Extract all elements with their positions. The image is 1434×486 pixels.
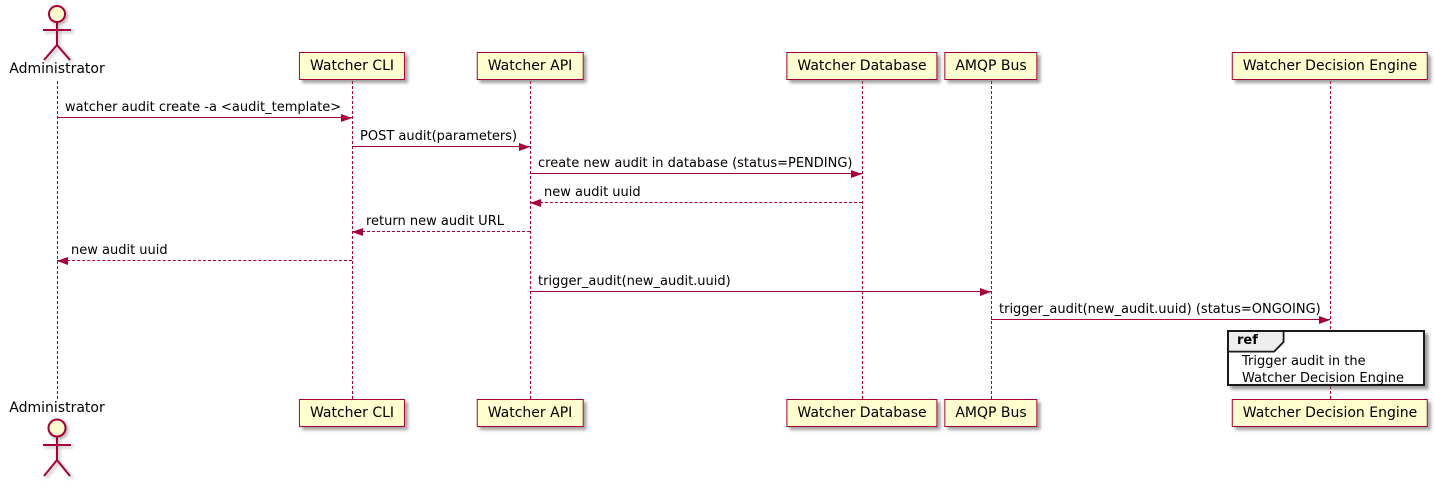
participant-watcher-database-top: Watcher Database: [786, 52, 938, 80]
participant-watcher-cli-bottom: Watcher CLI: [298, 399, 406, 427]
lifeline-amqp-bus: [991, 81, 992, 399]
message-label: watcher audit create -a <audit_template>: [65, 100, 342, 115]
lifeline-watcher-decision-engine: [1330, 81, 1331, 399]
ref-body-line: Watcher Decision Engine: [1242, 370, 1404, 386]
arrowhead-icon: [352, 227, 363, 236]
ref-fragment: ref Trigger audit in the Watcher Decisio…: [1227, 330, 1425, 386]
lifeline-administrator: [57, 81, 58, 399]
message-line: [352, 146, 530, 147]
message-label: trigger_audit(new_audit.uuid): [538, 274, 731, 289]
arrowhead-icon: [530, 198, 541, 207]
ref-tab: [1229, 332, 1285, 353]
lifeline-watcher-cli: [352, 81, 353, 399]
arrowhead-icon: [980, 287, 991, 296]
lifeline-watcher-database: [862, 81, 863, 399]
participant-watcher-decision-engine-top: Watcher Decision Engine: [1231, 52, 1429, 80]
ref-body-text: Trigger audit in the Watcher Decision En…: [1242, 354, 1404, 387]
message-label: new audit uuid: [71, 243, 168, 258]
arrowhead-icon: [519, 142, 530, 151]
message-line: [530, 291, 991, 292]
arrowhead-icon: [341, 113, 352, 122]
lifeline-watcher-api: [530, 81, 531, 399]
arrowhead-icon: [1319, 315, 1330, 324]
arrowhead-icon: [57, 256, 68, 265]
actor-icon: [43, 5, 71, 61]
actor-label-bottom: Administrator: [9, 400, 105, 416]
message-label: create new audit in database (status=PEN…: [538, 156, 853, 171]
participant-watcher-api-top: Watcher API: [476, 52, 584, 80]
message-label: new audit uuid: [544, 185, 641, 200]
message-line: [530, 202, 862, 203]
ref-keyword-label: ref: [1237, 333, 1258, 348]
participant-watcher-decision-engine-bottom: Watcher Decision Engine: [1231, 399, 1429, 427]
message-label: trigger_audit(new_audit.uuid) (status=ON…: [999, 302, 1321, 317]
message-line: [57, 117, 352, 118]
participant-watcher-api-bottom: Watcher API: [476, 399, 584, 427]
actor-icon-bottom: [43, 418, 71, 477]
arrowhead-icon: [851, 169, 862, 178]
participant-watcher-database-bottom: Watcher Database: [786, 399, 938, 427]
participant-watcher-cli-top: Watcher CLI: [298, 52, 406, 80]
message-line: [530, 173, 862, 174]
message-line: [991, 319, 1330, 320]
actor-label-top: Administrator: [9, 61, 105, 77]
participant-amqp-bus-top: AMQP Bus: [944, 52, 1038, 80]
message-label: POST audit(parameters): [360, 129, 518, 144]
ref-tab-fill: [1229, 332, 1283, 351]
ref-body-line: Trigger audit in the: [1242, 354, 1366, 369]
message-line: [57, 260, 352, 261]
message-label: return new audit URL: [366, 214, 504, 229]
message-line: [352, 231, 530, 232]
participant-amqp-bus-bottom: AMQP Bus: [944, 399, 1038, 427]
